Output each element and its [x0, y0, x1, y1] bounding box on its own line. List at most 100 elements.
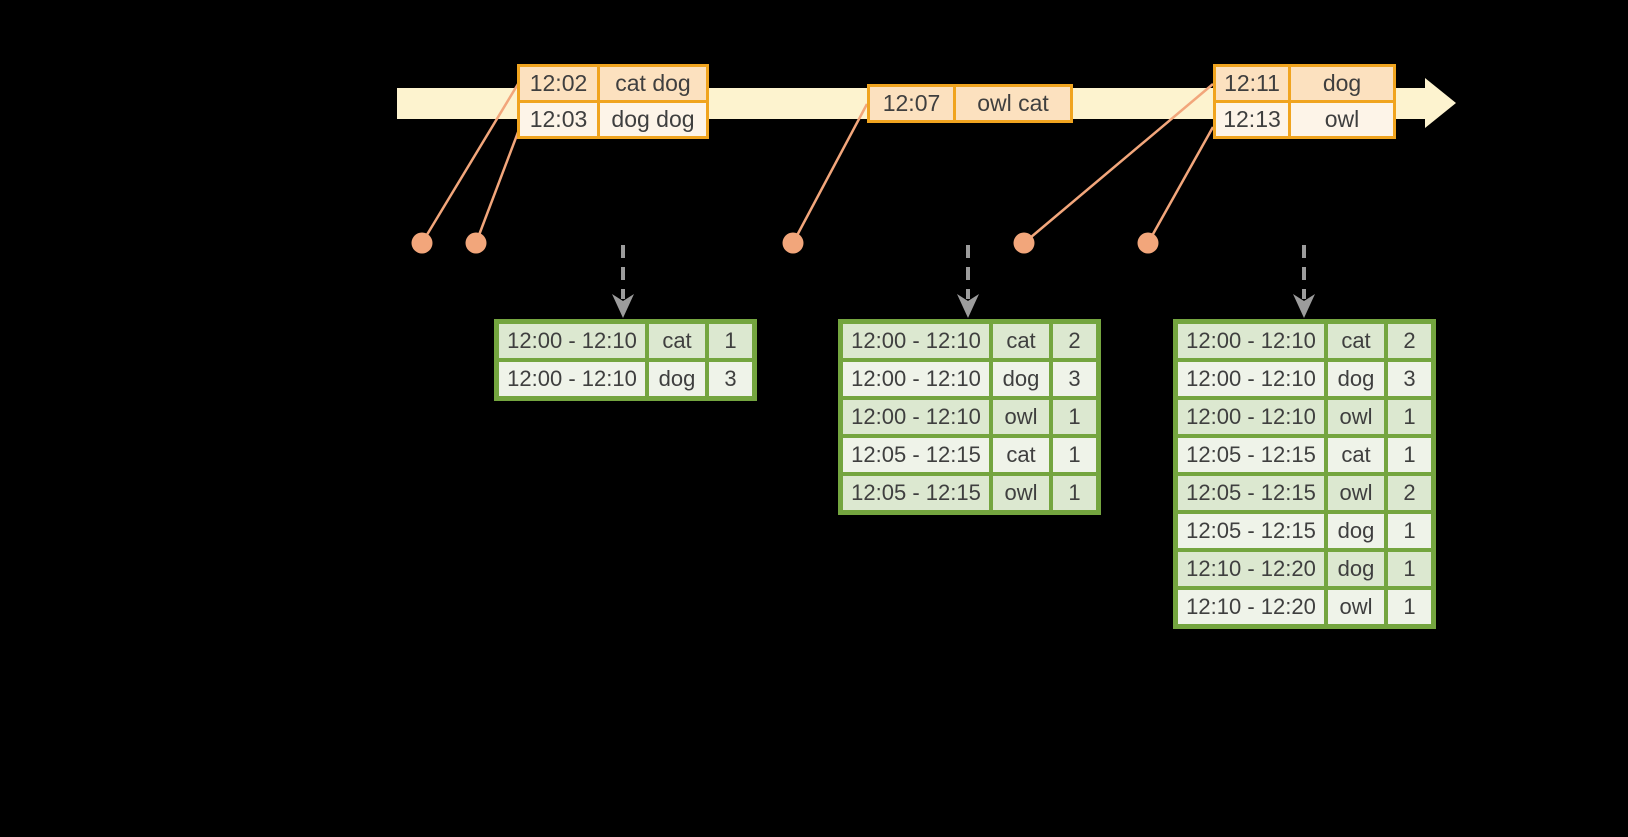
table-cell: dog dog — [600, 103, 706, 136]
trigger-arrow-lines — [621, 245, 1306, 299]
table-cell: 1 — [1053, 476, 1096, 510]
table-cell: 3 — [1388, 362, 1431, 396]
table-cell: 12:03 — [520, 103, 597, 136]
table-cell: 2 — [1053, 324, 1096, 358]
table-cell: 1 — [1388, 438, 1431, 472]
table-cell: 12:05 - 12:15 — [1178, 514, 1324, 548]
table-cell: 12:00 - 12:10 — [843, 362, 989, 396]
table-cell: cat — [649, 324, 705, 358]
table-row: 12:00 - 12:10 dog 3 — [499, 362, 752, 396]
result-table-3: 12:00 - 12:10 cat 2 12:00 - 12:10 dog 3 … — [1173, 319, 1436, 629]
trigger-arrow-heads — [612, 294, 1315, 318]
event-dot-icon — [782, 232, 804, 254]
table-cell: owl cat — [956, 87, 1070, 120]
trigger-arrowhead-icon — [1293, 294, 1315, 318]
event-connector-line — [1023, 83, 1214, 244]
table-cell: 2 — [1388, 476, 1431, 510]
table-cell: 3 — [1053, 362, 1096, 396]
table-row: 12:00 - 12:10 owl 1 — [843, 400, 1096, 434]
result-table-1: 12:00 - 12:10 cat 1 12:00 - 12:10 dog 3 — [494, 319, 757, 401]
table-cell: 12:05 - 12:15 — [1178, 476, 1324, 510]
input-event-table-2: 12:07 owl cat — [867, 84, 1073, 123]
table-cell: 12:00 - 12:10 — [843, 324, 989, 358]
table-cell: cat — [1328, 438, 1384, 472]
table-cell: dog — [1328, 362, 1384, 396]
event-dots — [411, 232, 1159, 254]
table-cell: cat — [993, 438, 1049, 472]
table-row: 12:05 - 12:15 cat 1 — [1178, 438, 1431, 472]
table-cell: cat — [1328, 324, 1384, 358]
table-cell: owl — [993, 476, 1049, 510]
table-cell: 12:10 - 12:20 — [1178, 552, 1324, 586]
table-row: 12:05 - 12:15 cat 1 — [843, 438, 1096, 472]
table-cell: 12:10 - 12:20 — [1178, 590, 1324, 624]
table-cell: owl — [1328, 476, 1384, 510]
table-cell: owl — [993, 400, 1049, 434]
table-cell: 2 — [1388, 324, 1431, 358]
table-cell: 12:05 - 12:15 — [843, 438, 989, 472]
table-cell: 3 — [709, 362, 752, 396]
event-connector-line — [474, 126, 522, 244]
table-cell: dog — [1328, 552, 1384, 586]
table-cell: 12:05 - 12:15 — [843, 476, 989, 510]
trigger-arrowhead-icon — [957, 294, 979, 318]
result-table-2: 12:00 - 12:10 cat 2 12:00 - 12:10 dog 3 … — [838, 319, 1101, 515]
event-dot-icon — [465, 232, 487, 254]
table-row: 12:00 - 12:10 cat 2 — [1178, 324, 1431, 358]
table-cell: dog — [1291, 67, 1393, 100]
table-cell: 1 — [1388, 400, 1431, 434]
table-cell: 12:00 - 12:10 — [1178, 362, 1324, 396]
event-dot-icon — [411, 232, 433, 254]
table-row: 12:03 dog dog — [520, 103, 706, 136]
event-connector-line — [791, 103, 869, 244]
table-cell: dog — [649, 362, 705, 396]
table-cell: 12:07 — [870, 87, 953, 120]
table-row: 12:05 - 12:15 owl 2 — [1178, 476, 1431, 510]
table-cell: 12:02 — [520, 67, 597, 100]
table-cell: 12:13 — [1216, 103, 1288, 136]
timeline-arrow-head-icon — [1425, 78, 1456, 128]
table-row: 12:00 - 12:10 cat 1 — [499, 324, 752, 358]
input-event-table-3: 12:11 dog 12:13 owl — [1213, 64, 1396, 139]
table-cell: 1 — [709, 324, 752, 358]
table-row: 12:10 - 12:20 owl 1 — [1178, 590, 1431, 624]
table-cell: cat — [993, 324, 1049, 358]
table-row: 12:13 owl — [1216, 103, 1393, 136]
table-cell: owl — [1328, 590, 1384, 624]
table-cell: 12:00 - 12:10 — [843, 400, 989, 434]
table-cell: 12:00 - 12:10 — [1178, 324, 1324, 358]
table-row: 12:05 - 12:15 owl 1 — [843, 476, 1096, 510]
table-row: 12:11 dog — [1216, 67, 1393, 100]
event-dot-icon — [1137, 232, 1159, 254]
table-cell: 12:11 — [1216, 67, 1288, 100]
table-cell: owl — [1291, 103, 1393, 136]
table-cell: 12:05 - 12:15 — [1178, 438, 1324, 472]
event-dot-icon — [1013, 232, 1035, 254]
table-row: 12:00 - 12:10 owl 1 — [1178, 400, 1431, 434]
table-cell: 1 — [1053, 400, 1096, 434]
table-cell: owl — [1328, 400, 1384, 434]
table-cell: 1 — [1388, 590, 1431, 624]
table-row: 12:00 - 12:10 cat 2 — [843, 324, 1096, 358]
table-row: 12:00 - 12:10 dog 3 — [1178, 362, 1431, 396]
trigger-arrowhead-icon — [612, 294, 634, 318]
event-connector-line — [420, 83, 520, 244]
table-row: 12:00 - 12:10 dog 3 — [843, 362, 1096, 396]
table-row: 12:10 - 12:20 dog 1 — [1178, 552, 1431, 586]
table-row: 12:07 owl cat — [870, 87, 1070, 120]
table-row: 12:02 cat dog — [520, 67, 706, 100]
table-cell: 12:00 - 12:10 — [499, 324, 645, 358]
event-connector-lines — [420, 83, 1215, 244]
table-cell: dog — [1328, 514, 1384, 548]
table-cell: cat dog — [600, 67, 706, 100]
table-cell: 1 — [1053, 438, 1096, 472]
input-event-table-1: 12:02 cat dog 12:03 dog dog — [517, 64, 709, 139]
event-connector-line — [1146, 126, 1215, 244]
table-cell: 1 — [1388, 514, 1431, 548]
table-row: 12:05 - 12:15 dog 1 — [1178, 514, 1431, 548]
table-cell: dog — [993, 362, 1049, 396]
table-cell: 12:00 - 12:10 — [499, 362, 645, 396]
table-cell: 1 — [1388, 552, 1431, 586]
